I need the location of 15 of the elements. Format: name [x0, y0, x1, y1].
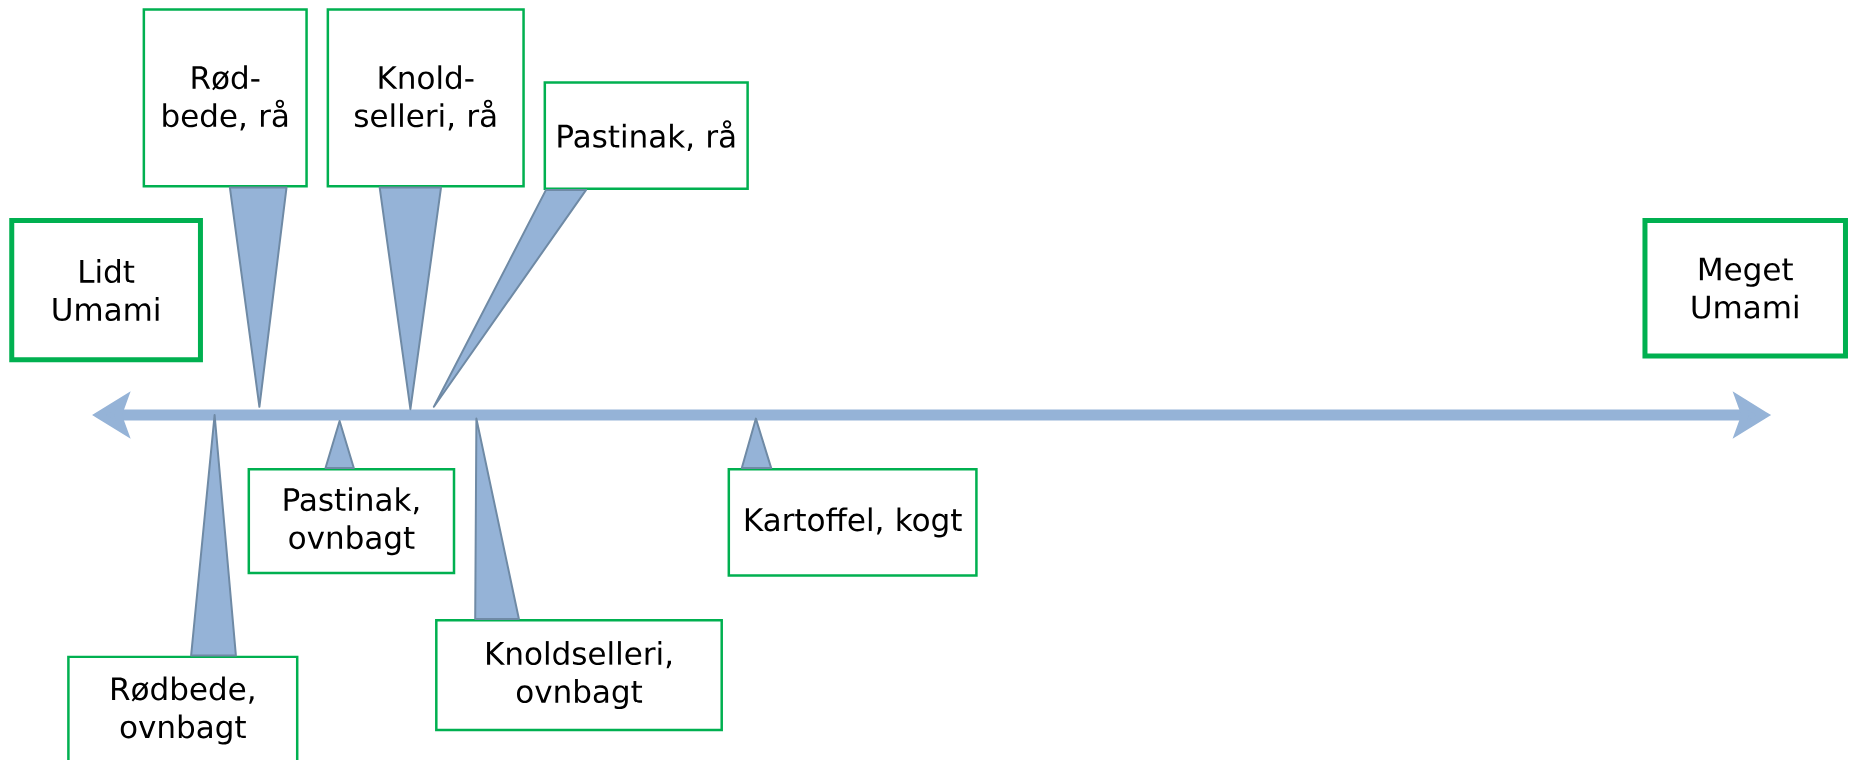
callout-pointer [324, 420, 355, 470]
label-box: Rød- bede, rå [142, 8, 308, 188]
callout-pointer [228, 186, 288, 408]
callout-pointer [378, 186, 442, 411]
callout-pointer [740, 417, 773, 470]
label-box: Kartoffel, kogt [727, 468, 978, 577]
label-box: Pastinak, rå [543, 81, 749, 190]
label-box: Pastinak, ovnbagt [247, 468, 456, 575]
label-box: Meget Umami [1642, 218, 1848, 359]
label-box: Lidt Umami [9, 218, 203, 363]
callout-pointer [474, 417, 520, 620]
callout-pointer [190, 414, 237, 657]
label-box: Rødbede, ovnbagt [67, 655, 299, 760]
label-box: Knold- selleri, rå [326, 8, 525, 188]
label-box: Knoldselleri, ovnbagt [435, 619, 723, 732]
